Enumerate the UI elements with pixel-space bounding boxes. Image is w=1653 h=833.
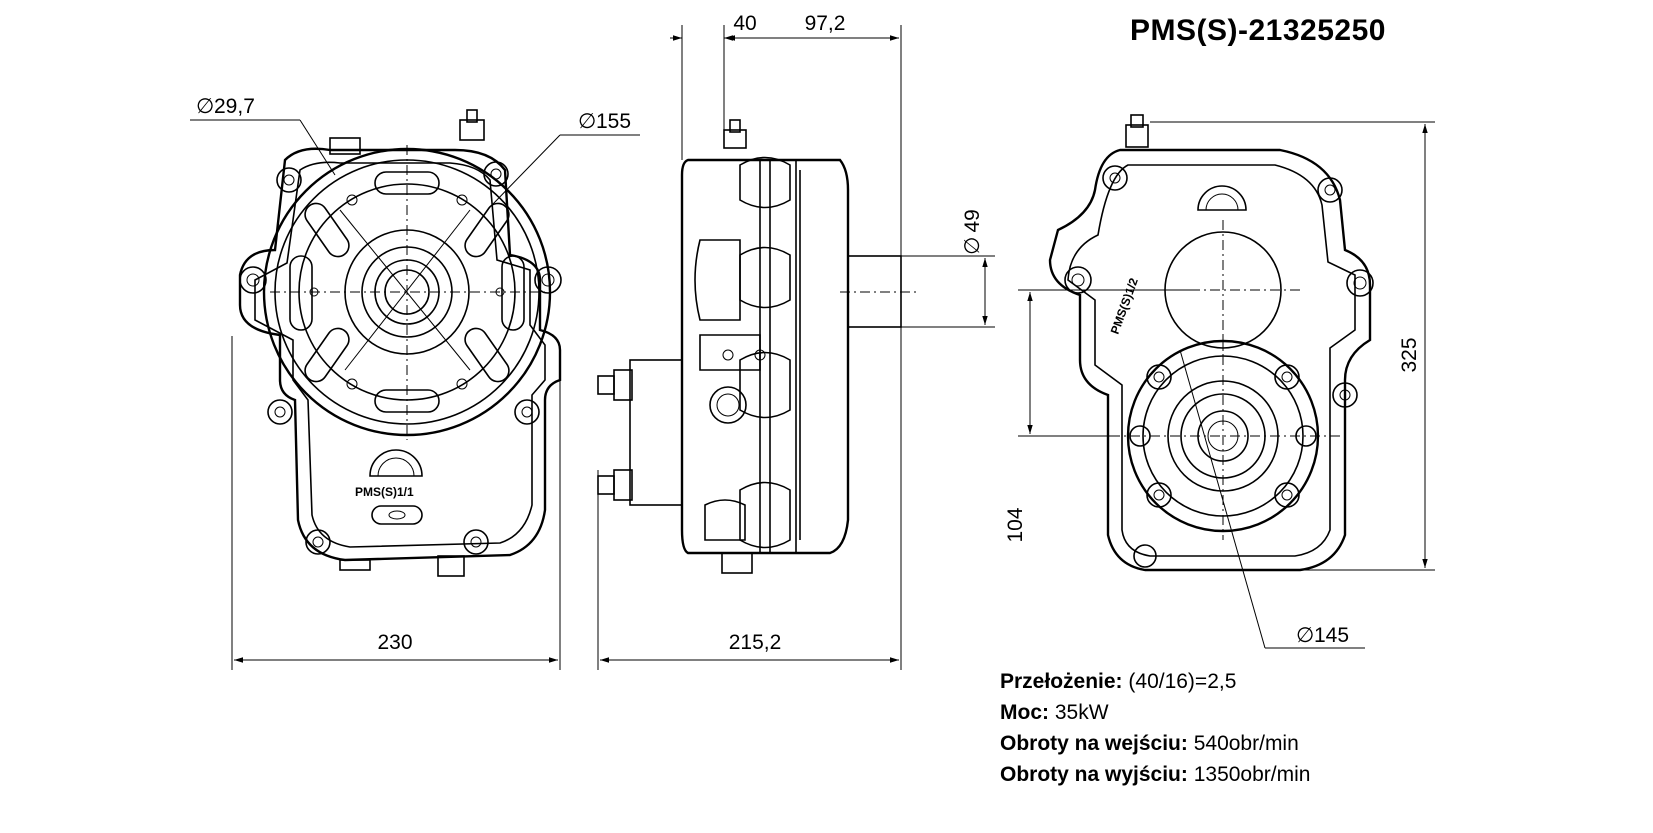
rear-view: PMS(S)1/2 [1048, 114, 1374, 572]
drawing-title: PMS(S)-21325250 [1130, 14, 1386, 47]
dim-side-depth-top: 97,2 [805, 12, 846, 35]
spec-list: Przełożenie: (40/16)=2,5 Moc: 35kW Obrot… [1000, 666, 1310, 790]
spec-power-value: 35kW [1054, 701, 1109, 724]
dim-side-length: 215,2 [729, 631, 782, 654]
spec-ratio-value: (40/16)=2,5 [1128, 670, 1237, 693]
spec-output-speed: Obroty na wyjściu: 1350obr/min [1000, 759, 1310, 790]
front-dimensions: 230 ∅ 29,7 ∅ 155 [190, 95, 640, 670]
dim-front-hole-symbol: ∅ [196, 95, 214, 118]
side-view [597, 119, 920, 574]
dim-front-hole: 29,7 [214, 95, 255, 118]
spec-power: Moc: 35kW [1000, 697, 1310, 728]
spec-input-speed: Obroty na wejściu: 540obr/min [1000, 728, 1310, 759]
dim-rear-shaft-height: 104 [1004, 507, 1027, 542]
dim-front-width: 230 [377, 631, 412, 654]
spec-power-label: Moc: [1000, 701, 1049, 724]
dim-front-flange-symbol: ∅ [578, 110, 596, 133]
rear-dimensions: 325 104 ∅ 145 [1004, 121, 1435, 649]
spec-input-speed-label: Obroty na wejściu: [1000, 732, 1188, 755]
side-dimensions: 40 97,2 ∅49 215,2 [597, 12, 995, 670]
spec-output-speed-value: 1350obr/min [1193, 763, 1311, 786]
spec-output-speed-label: Obroty na wyjściu: [1000, 763, 1188, 786]
dim-rear-bolt-symbol: ∅ [1296, 624, 1314, 647]
dim-side-offset: 40 [733, 12, 756, 35]
dim-side-shaft: ∅49 [961, 209, 984, 255]
spec-input-speed-value: 540obr/min [1193, 732, 1299, 755]
spec-ratio: Przełożenie: (40/16)=2,5 [1000, 666, 1310, 697]
front-casting-mark: PMS(S)1/1 [355, 485, 414, 499]
spec-ratio-label: Przełożenie: [1000, 670, 1123, 693]
dim-front-flange: 155 [596, 110, 631, 133]
dim-rear-bolt-circle: 145 [1314, 624, 1349, 647]
front-view: PMS(S)1/1 [238, 109, 562, 577]
rear-casting-mark: PMS(S)1/2 [1108, 276, 1141, 336]
dim-rear-height: 325 [1398, 337, 1421, 372]
